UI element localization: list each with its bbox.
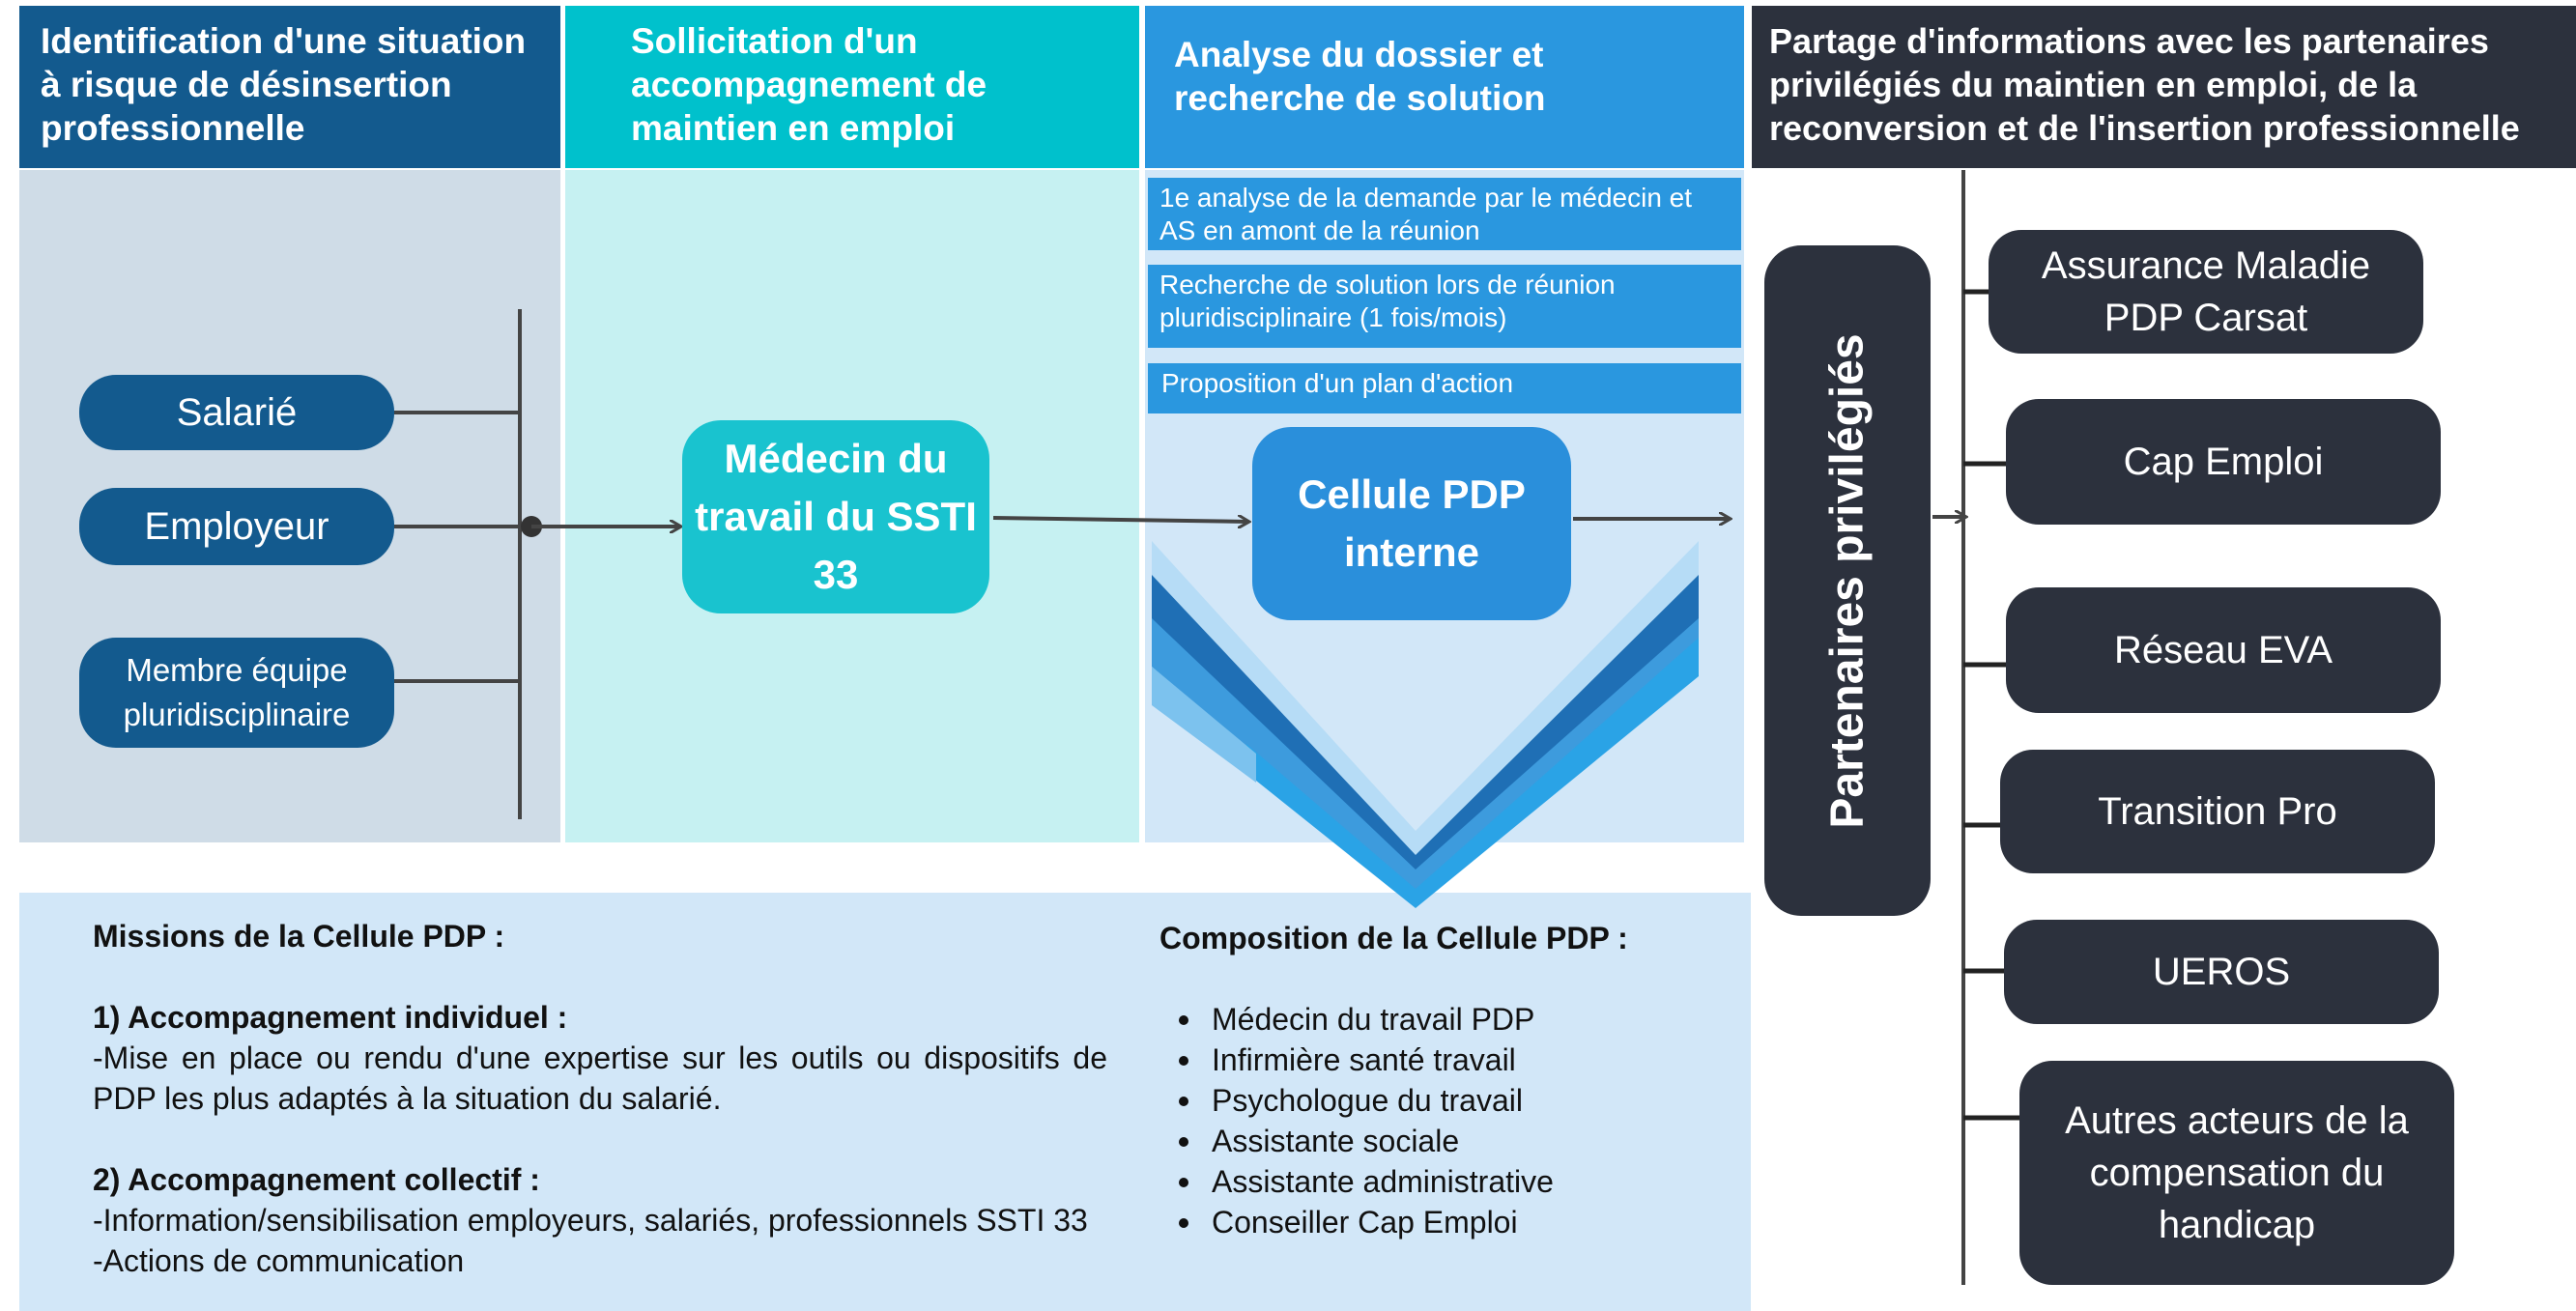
analysis-step-1: 1e analyse de la demande par le médecin … xyxy=(1148,178,1741,250)
source-salarie: Salarié xyxy=(79,375,394,450)
composition-member: Assistante sociale xyxy=(1159,1121,1739,1161)
medecin-node: Médecin du travail du SSTI 33 xyxy=(682,420,989,613)
partenaires-label-box: Partenaires privilégiés xyxy=(1764,245,1931,916)
partenaires-label: Partenaires privilégiés xyxy=(1821,332,1874,829)
partner-cap-emploi: Cap Emploi xyxy=(2006,399,2441,525)
missions-panel xyxy=(19,893,1751,1311)
analysis-step-2: Recherche de solution lors de réunion pl… xyxy=(1148,265,1741,348)
composition-member: Médecin du travail PDP xyxy=(1159,999,1739,1040)
header-partage: Partage d'informations avec les partenai… xyxy=(1752,6,2576,168)
header-analyse: Analyse du dossier et recherche de solut… xyxy=(1145,6,1744,168)
missions-collectif-line2: -Actions de communication xyxy=(93,1243,465,1278)
missions-collectif-title: 2) Accompagnement collectif : xyxy=(93,1162,540,1197)
partner-transition-pro: Transition Pro xyxy=(2000,750,2435,873)
composition-member: Conseiller Cap Emploi xyxy=(1159,1202,1739,1242)
missions-individuel-text: -Mise en place ou rendu d'une expertise … xyxy=(93,1040,1107,1116)
source-membre-equipe: Membre équipe pluridisciplinaire xyxy=(79,638,394,748)
composition-list: Médecin du travail PDP Infirmière santé … xyxy=(1159,999,1739,1242)
composition-member: Psychologue du travail xyxy=(1159,1080,1739,1121)
header-sollicitation: Sollicitation d'un accompagnement de mai… xyxy=(565,6,1139,168)
header-identification: Identification d'une situation à risque … xyxy=(19,6,560,168)
partner-ueros: UEROS xyxy=(2004,920,2439,1024)
composition-text: Composition de la Cellule PDP : Médecin … xyxy=(1159,918,1739,1242)
composition-member: Infirmière santé travail xyxy=(1159,1040,1739,1080)
partner-assurance-maladie: Assurance Maladie PDP Carsat xyxy=(1989,230,2423,354)
composition-member: Assistante administrative xyxy=(1159,1161,1739,1202)
missions-individuel-title: 1) Accompagnement individuel : xyxy=(93,1000,568,1035)
missions-text: Missions de la Cellule PDP : 1) Accompag… xyxy=(93,916,1107,1281)
cellule-node: Cellule PDP interne xyxy=(1252,427,1571,620)
composition-title: Composition de la Cellule PDP : xyxy=(1159,921,1628,955)
partner-reseau-eva: Réseau EVA xyxy=(2006,587,2441,713)
source-employeur: Employeur xyxy=(79,488,394,565)
analysis-step-3: Proposition d'un plan d'action xyxy=(1148,363,1741,413)
missions-title: Missions de la Cellule PDP : xyxy=(93,919,505,954)
partner-autres-acteurs: Autres acteurs de la compensation du han… xyxy=(2019,1061,2454,1285)
missions-collectif-line1: -Information/sensibilisation employeurs,… xyxy=(93,1203,1088,1238)
